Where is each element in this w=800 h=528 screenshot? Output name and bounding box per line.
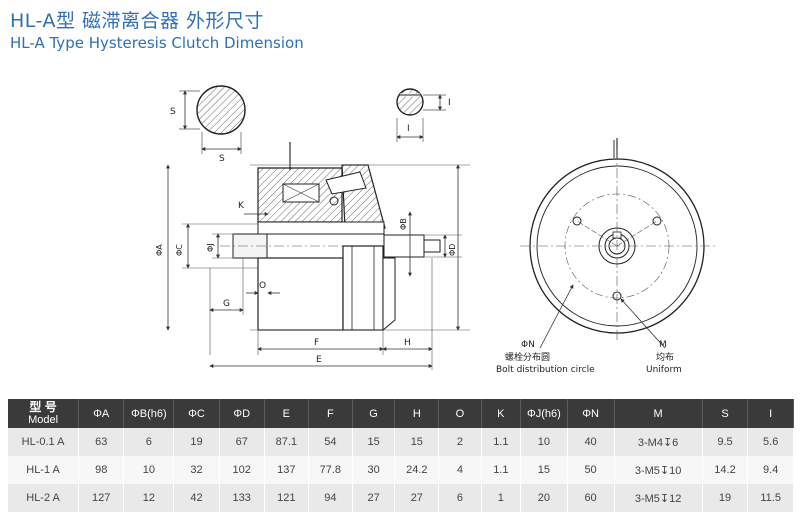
cell: 3-M5↧10 [614,456,703,484]
label-d: ΦD [448,244,457,256]
label-a: ΦA [155,244,164,256]
header-b: ΦB(h6) [123,399,175,428]
dimension-drawing: S S I I [155,85,715,375]
table-row: HL-1 A 98 10 32 102 137 77.8 30 24.2 4 1… [8,456,794,484]
cell: 24.2 [394,456,440,484]
cell: 67 [219,428,265,456]
cell-model: HL-0.1 A [8,428,80,456]
label-m: M [659,340,667,350]
cell: 63 [78,428,125,456]
label-s-side: S [170,107,176,117]
header-c: ΦC [173,399,220,428]
cell: 4 [438,456,482,484]
cell-model: HL-2 A [8,484,80,512]
cell: 32 [173,456,220,484]
cell: 1.1 [481,428,522,456]
cell: 42 [173,484,220,512]
label-c: ΦC [175,244,184,256]
label-n: ΦN [521,340,535,350]
cell: 15 [394,428,440,456]
label-f: F [314,338,319,348]
header-i: I [747,399,794,428]
label-b: ΦB [399,218,408,230]
cell: 14.2 [702,456,749,484]
cell: 77.8 [308,456,353,484]
cell: 133 [219,484,265,512]
header-d: ΦD [219,399,265,428]
header-e: E [264,399,309,428]
cell: 3-M4↧6 [614,428,703,456]
header-model-cn: 型 号 [29,400,57,414]
header-j: ΦJ(h6) [520,399,568,428]
cell: 6 [438,484,482,512]
shaft-section-s [179,85,246,154]
label-o: O [259,281,266,291]
label-k: K [238,201,245,211]
header-a: ΦA [78,399,125,428]
cell: 3-M5↧12 [614,484,703,512]
cell: 15 [352,428,396,456]
header-s: S [702,399,749,428]
page-title-cn: HL-A型 磁滞离合器 外形尺寸 [10,10,265,32]
label-h: H [404,338,411,348]
cell: 87.1 [264,428,309,456]
header-n: ΦN [567,399,615,428]
cell: 102 [219,456,265,484]
header-m: M [614,399,703,428]
cell: 10 [520,428,568,456]
label-e: E [316,355,322,365]
cell: 9.4 [747,456,794,484]
header-o: O [438,399,482,428]
cell: 137 [264,456,309,484]
cell: 30 [352,456,396,484]
cell: 15 [520,456,568,484]
shaft-section-i [396,88,446,142]
cell: 27 [352,484,396,512]
cell: 54 [308,428,353,456]
uniform-label-en: Uniform [646,365,682,375]
clutch-side-view [166,142,470,370]
cell: 121 [264,484,309,512]
label-s-bottom: S [219,154,225,164]
bolt-circle-label-en: Bolt distribution circle [496,365,595,375]
header-h: H [394,399,440,428]
cell: 10 [123,456,175,484]
clutch-front-view [520,138,715,349]
cell: 27 [394,484,440,512]
cell: 50 [567,456,615,484]
cell: 1.1 [481,456,522,484]
page-title-en: HL-A Type Hysteresis Clutch Dimension [10,34,304,52]
table-header-row: 型 号 Model ΦA ΦB(h6) ΦC ΦD E F G H O K ΦJ… [8,399,794,428]
cell: 5.6 [747,428,794,456]
cell: 19 [702,484,749,512]
cell: 19 [173,428,220,456]
cell: 20 [520,484,568,512]
table-row: HL-0.1 A 63 6 19 67 87.1 54 15 15 2 1.1 … [8,428,794,456]
label-g: G [223,299,230,309]
label-i-bottom: I [407,124,410,134]
label-j: ΦJ [206,243,215,252]
header-model: 型 号 Model [8,399,80,428]
cell: 2 [438,428,482,456]
cell: 9.5 [702,428,749,456]
cell: 94 [308,484,353,512]
header-model-en: Model [28,414,59,426]
table-row: HL-2 A 127 12 42 133 121 94 27 27 6 1 20… [8,484,794,512]
uniform-label-cn: 均布 [656,351,674,363]
cell: 6 [123,428,175,456]
cell: 11.5 [747,484,794,512]
cell: 1 [481,484,522,512]
bolt-circle-label-cn: 螺栓分布圆 [505,351,550,363]
cell: 127 [78,484,125,512]
dimension-table: 型 号 Model ΦA ΦB(h6) ΦC ΦD E F G H O K ΦJ… [8,399,794,512]
cell: 98 [78,456,125,484]
cell-model: HL-1 A [8,456,80,484]
cell: 40 [567,428,615,456]
header-g: G [352,399,396,428]
header-k: K [481,399,522,428]
cell: 60 [567,484,615,512]
label-i-side: I [448,98,451,108]
cell: 12 [123,484,175,512]
header-f: F [308,399,353,428]
